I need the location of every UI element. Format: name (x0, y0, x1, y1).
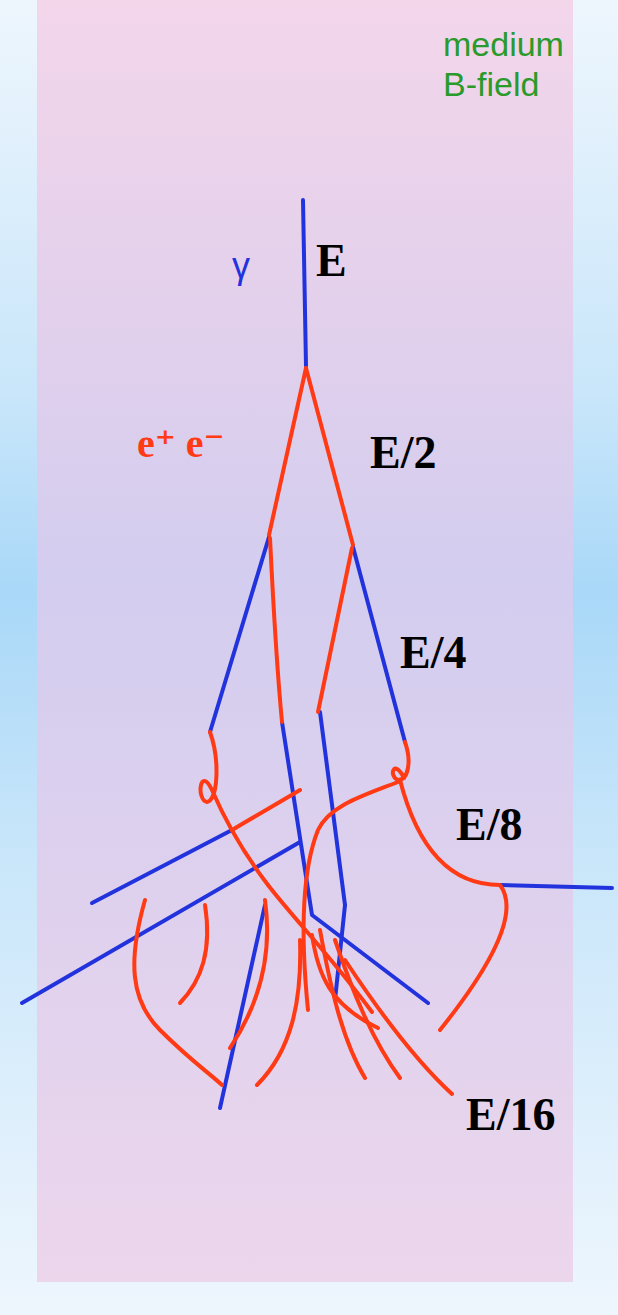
particle-label: γ (232, 246, 250, 286)
energy-label: E/2 (370, 428, 436, 479)
energy-label: E/4 (400, 628, 466, 679)
particle-label: e⁺ e⁻ (137, 422, 225, 466)
medium-note: medium (443, 26, 564, 63)
energy-label: E/16 (466, 1090, 555, 1141)
medium-note: B-field (443, 66, 539, 103)
energy-label: E (316, 236, 347, 287)
energy-label: E/8 (456, 800, 522, 851)
